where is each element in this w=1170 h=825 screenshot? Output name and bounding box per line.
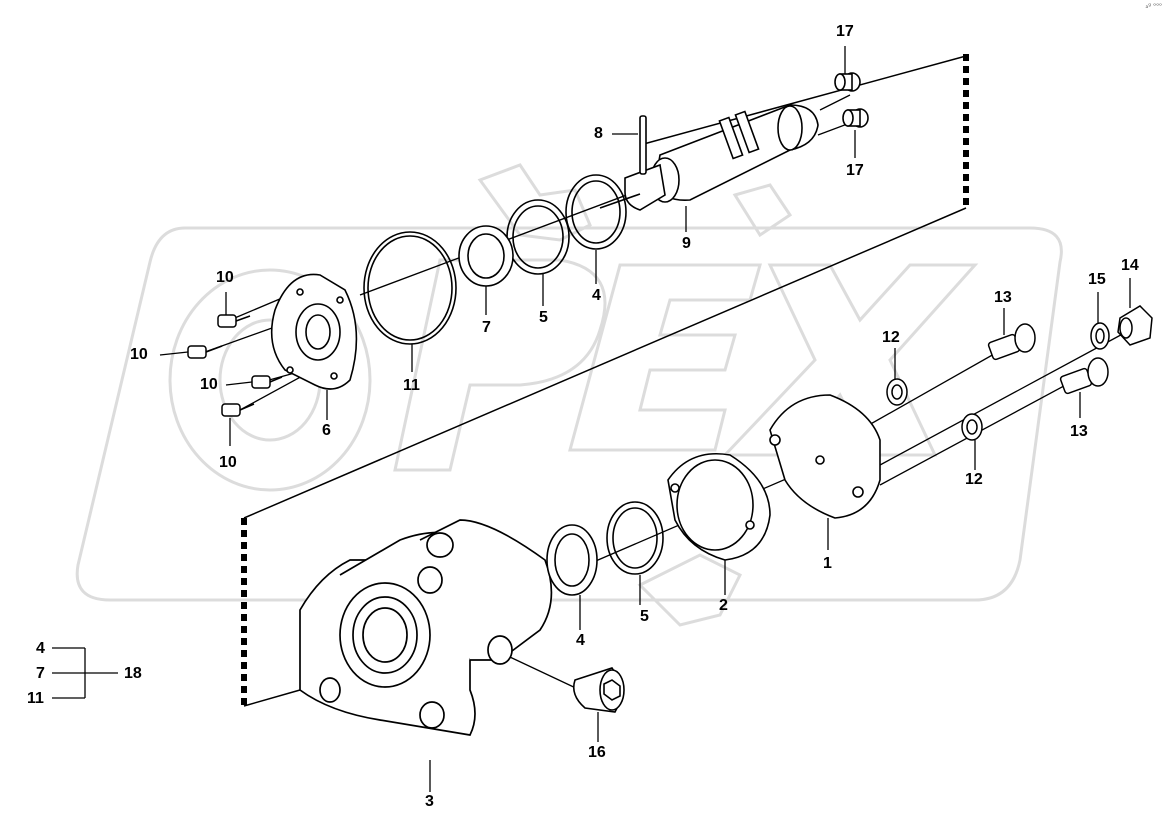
part-4-ring-upper — [565, 174, 627, 250]
callout-8: 8 — [594, 125, 603, 142]
kit-item-4: 4 — [36, 640, 45, 657]
callout-9: 9 — [682, 235, 691, 252]
part-12-washer-lower — [961, 413, 983, 441]
callout-10-c: 10 — [200, 376, 218, 393]
callout-13-upper: 13 — [994, 289, 1012, 306]
part-8-pin — [639, 115, 647, 175]
kit-number-18: 18 — [124, 665, 142, 682]
part-12-washer-upper — [886, 378, 908, 406]
part-16-plug — [572, 667, 625, 713]
callout-13-lower: 13 — [1070, 423, 1088, 440]
callout-3: 3 — [425, 793, 434, 810]
callout-7: 7 — [482, 319, 491, 336]
callout-5-upper: 5 — [539, 309, 548, 326]
callout-5-lower: 5 — [640, 608, 649, 625]
callout-4-upper: 4 — [592, 287, 601, 304]
part-6-cover — [270, 273, 358, 390]
part-4-ring-lower — [546, 524, 598, 596]
part-1-flange — [769, 394, 881, 519]
part-5-ring-lower — [606, 501, 664, 575]
part-2-gasket — [667, 453, 771, 561]
part-15-washer — [1090, 322, 1110, 350]
part-3-housing — [299, 519, 553, 736]
callout-leaders — [52, 46, 1131, 792]
callout-10-d: 10 — [219, 454, 237, 471]
callout-17-lower: 17 — [846, 162, 864, 179]
callout-17-upper: 17 — [836, 23, 854, 40]
callout-10-b: 10 — [130, 346, 148, 363]
part-9-spool — [599, 104, 819, 211]
kit-item-7: 7 — [36, 665, 45, 682]
part-17-plug-lower — [842, 108, 869, 128]
callout-11: 11 — [403, 377, 420, 394]
callout-4-lower: 4 — [576, 632, 585, 649]
part-17-plug-upper — [834, 72, 861, 92]
part-14-nut — [1117, 305, 1153, 346]
callout-10-a: 10 — [216, 269, 234, 286]
part-11-o-ring — [363, 231, 457, 345]
callout-14: 14 — [1121, 257, 1139, 274]
corner-mark: ₐᵍ ᵒᵒᵒ — [1145, 2, 1163, 10]
kit-item-11: 11 — [27, 690, 44, 707]
part-7-seal-upper — [458, 225, 514, 287]
part-10-screws — [187, 314, 283, 417]
part-13-bolt-lower — [1059, 357, 1109, 395]
part-13-bolt-upper — [987, 323, 1036, 361]
callout-16: 16 — [588, 744, 606, 761]
callout-6: 6 — [322, 422, 331, 439]
callout-2: 2 — [719, 597, 728, 614]
callout-12-upper: 12 — [882, 329, 900, 346]
callout-15: 15 — [1088, 271, 1106, 288]
callout-1: 1 — [823, 555, 832, 572]
assembly-boundary — [241, 54, 969, 708]
callout-12-lower: 12 — [965, 471, 983, 488]
